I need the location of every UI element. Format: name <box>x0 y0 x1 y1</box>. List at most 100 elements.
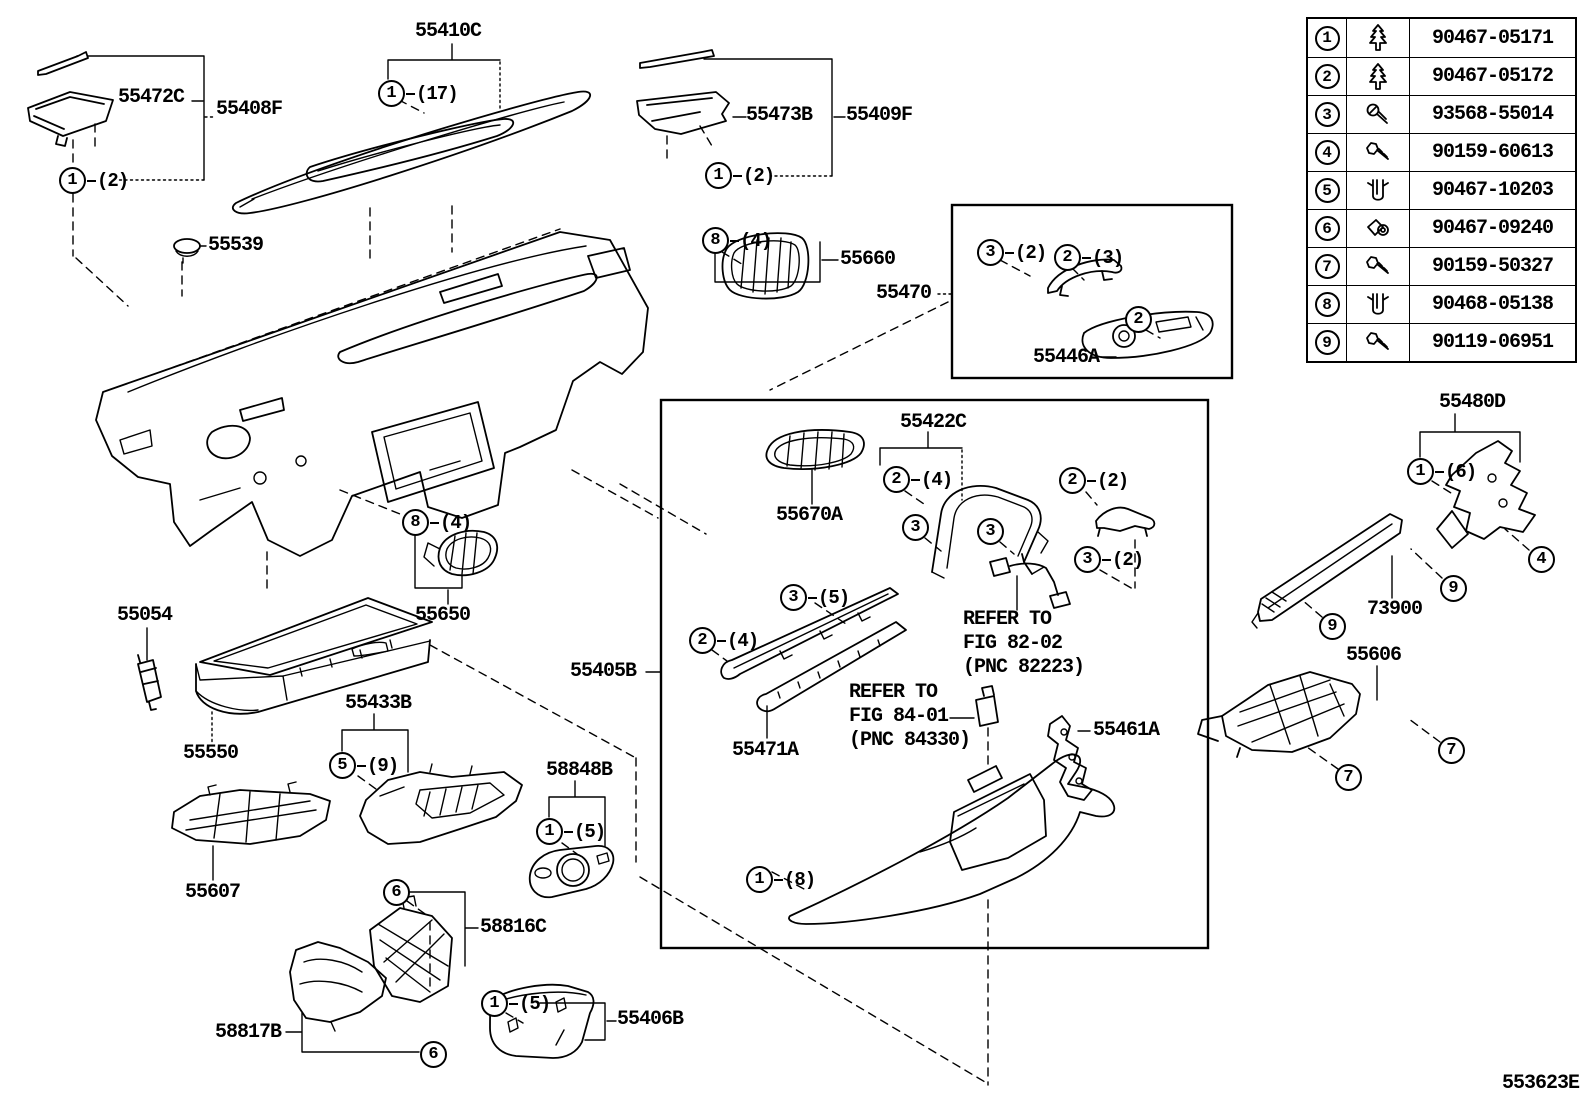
fastener-part-number: 90467-05171 <box>1431 26 1554 50</box>
callout: 6 <box>383 879 410 906</box>
part-label-55550: 55550 <box>183 742 239 765</box>
part-label-55472C: 55472C <box>118 86 185 109</box>
part-label-55606: 55606 <box>1346 644 1402 667</box>
table-row: 7 90159-50327 <box>1308 247 1575 285</box>
table-row: 4 90159-60613 <box>1308 133 1575 171</box>
callout: 2(3) <box>1054 244 1124 271</box>
part-label-55433B: 55433B <box>345 692 412 715</box>
row-number-cell: 1 <box>1308 19 1347 57</box>
row-number-cell: 2 <box>1308 58 1347 95</box>
part-label-55408F: 55408F <box>216 98 283 121</box>
part-label-55461A: 55461A <box>1093 719 1160 742</box>
fastener-part-number: 90468-05138 <box>1431 293 1554 316</box>
callout: 6 <box>420 1041 447 1068</box>
fastener-table: 1 90467-05171 2 90467-05172 3 93568-5501… <box>1306 17 1577 363</box>
row-number-cell: 9 <box>1308 324 1347 361</box>
callout: 2(4) <box>689 627 759 654</box>
push-clip-icon <box>1347 19 1410 57</box>
grommet-icon <box>1347 210 1410 247</box>
row-number: 6 <box>1314 216 1340 241</box>
row-number: 7 <box>1314 254 1340 279</box>
part-label-55660: 55660 <box>840 248 896 271</box>
note-line: (PNC 84330) <box>849 729 971 752</box>
refer-note-fig-84-01: REFER TO FIG 84-01 (PNC 84330) <box>849 681 971 753</box>
fastener-part-number: 90119-06951 <box>1431 331 1554 354</box>
fastener-part-number: 90159-60613 <box>1431 141 1554 164</box>
callout: 3 <box>977 518 1004 545</box>
table-row: 2 90467-05172 <box>1308 57 1575 95</box>
under-cover-55606-drawing <box>1197 671 1361 758</box>
callout: 1(8) <box>746 866 816 893</box>
row-number: 1 <box>1314 25 1340 51</box>
callout: 5(9) <box>329 752 399 779</box>
part-label-55409F: 55409F <box>846 104 913 127</box>
push-clip-icon <box>1347 58 1410 95</box>
table-row: 8 90468-05138 <box>1308 285 1575 323</box>
clip-55539-drawing <box>173 238 201 264</box>
callout: 8(4) <box>702 227 772 254</box>
callout: 7 <box>1438 737 1465 764</box>
part-label-55410C: 55410C <box>415 20 482 43</box>
part-label-55607: 55607 <box>185 881 241 904</box>
leader-lines <box>76 43 1521 1053</box>
callout: 2(4) <box>883 466 953 493</box>
row-number: 2 <box>1314 64 1340 89</box>
callout: 3 <box>902 514 929 541</box>
inset-box-55470 <box>950 203 1234 380</box>
part-label-55470: 55470 <box>876 282 932 305</box>
cover-58817B-drawing <box>289 941 387 1032</box>
wire-harness-drawing <box>989 553 1071 609</box>
callout: 8(4) <box>402 509 472 536</box>
fastener-part-number: 93568-55014 <box>1431 103 1554 126</box>
note-line: (PNC 82223) <box>963 656 1085 679</box>
cluster-bezel-55422C-drawing <box>931 485 1156 579</box>
clip-icon <box>1347 286 1410 323</box>
callout: 9 <box>1319 613 1346 640</box>
inset-box-main <box>659 398 1210 950</box>
note-line: FIG 82-02 <box>963 632 1063 655</box>
row-number: 3 <box>1314 102 1340 127</box>
callout: 1(6) <box>1407 458 1477 485</box>
part-label-73900: 73900 <box>1367 598 1423 621</box>
assembly-dashed-lines <box>72 99 1530 1086</box>
row-number-cell: 5 <box>1308 172 1347 209</box>
row-number-cell: 3 <box>1308 96 1347 133</box>
refer-note-fig-82-02: REFER TO FIG 82-02 (PNC 82223) <box>963 608 1085 680</box>
callout: 1(5) <box>481 990 551 1017</box>
callout: 2(2) <box>1059 467 1129 494</box>
clip-icon <box>1347 172 1410 209</box>
part-label-55670A: 55670A <box>776 504 843 527</box>
cowl-side-bracket-55480D-drawing <box>1436 440 1536 549</box>
row-number: 8 <box>1314 292 1340 317</box>
fastener-part-number: 90467-05172 <box>1431 65 1554 88</box>
callout: 2 <box>1125 306 1152 333</box>
table-row: 1 90467-05171 <box>1308 19 1575 57</box>
part-label-55480D: 55480D <box>1439 391 1506 414</box>
table-row: 5 90467-10203 <box>1308 171 1575 209</box>
part-label-55650: 55650 <box>415 604 471 627</box>
note-line: REFER TO <box>963 608 1052 631</box>
callout: 1(5) <box>536 818 606 845</box>
console-panel-drawing <box>788 753 1116 925</box>
bolt-icon <box>1347 324 1410 361</box>
garnish-strips-drawing <box>720 587 907 713</box>
callout: 9 <box>1440 575 1467 602</box>
switch-connector-drawing <box>975 685 999 727</box>
part-label-58848B: 58848B <box>546 759 613 782</box>
damper-55054-drawing <box>137 654 162 711</box>
lower-panel-55433B-drawing <box>359 763 523 845</box>
part-label-55471A: 55471A <box>732 739 799 762</box>
callout: 3(5) <box>780 584 850 611</box>
row-number: 4 <box>1314 140 1340 165</box>
side-bracket-55461A-drawing <box>1047 715 1093 801</box>
table-row: 9 90119-06951 <box>1308 323 1575 361</box>
figure-id: 553623E <box>1502 1072 1580 1095</box>
bolt-icon <box>1347 248 1410 285</box>
part-label-55405B: 55405B <box>570 660 637 683</box>
fastener-part-number: 90467-09240 <box>1431 217 1554 240</box>
part-label-55539: 55539 <box>208 234 264 257</box>
callout: 7 <box>1335 764 1362 791</box>
fastener-part-number: 90467-10203 <box>1431 179 1554 202</box>
